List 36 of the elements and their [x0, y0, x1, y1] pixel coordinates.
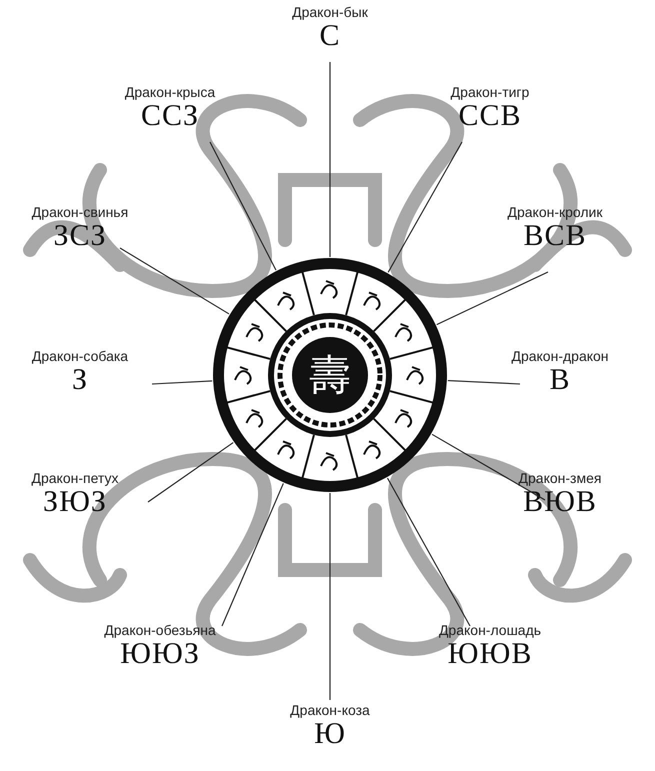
leader-line [436, 272, 548, 326]
leader-line [210, 142, 276, 270]
compass-direction: ВЮВ [523, 487, 597, 517]
compass-direction: ЗЮЗ [43, 487, 107, 517]
zodiac-name: Дракон-лошадь [438, 622, 542, 639]
zodiac-name: Дракон-собака [32, 348, 128, 365]
leader-line [148, 442, 234, 502]
leader-line [120, 248, 230, 314]
zodiac-name: Дракон-крыса [124, 84, 216, 101]
compass-direction: ВСВ [523, 221, 587, 251]
leader-line [152, 380, 212, 385]
leader-line [329, 493, 331, 700]
zodiac-name: Дракон-тигр [450, 84, 530, 101]
compass-direction: В [549, 365, 570, 395]
zodiac-name: Дракон-кролик [507, 204, 603, 221]
compass-direction: ССЗ [140, 101, 200, 131]
leader-line [329, 62, 331, 257]
compass-direction: ЮЮВ [448, 639, 532, 669]
zodiac-name: Дракон-коза [290, 702, 370, 719]
leader-line [388, 142, 462, 273]
leader-line [387, 478, 470, 626]
compass-direction: ССВ [458, 101, 522, 131]
leader-line [222, 483, 284, 626]
zodiac-name: Дракон-змея [518, 470, 602, 487]
zodiac-name: Дракон-дракон [511, 348, 609, 365]
leader-line [448, 380, 520, 385]
longevity-glyph: 壽 [308, 351, 352, 399]
compass-direction: С [320, 21, 340, 51]
compass-direction: З [72, 365, 88, 395]
zodiac-name: Дракон-свинья [32, 204, 128, 221]
zodiac-name: Дракон-петух [32, 470, 118, 487]
zodiac-name: Дракон-бык [292, 4, 368, 21]
compass-direction: Ю [314, 719, 346, 749]
leader-line [432, 434, 546, 500]
zodiac-name: Дракон-обезьяна [104, 622, 216, 639]
compass-direction: ЮЮЗ [120, 639, 200, 669]
